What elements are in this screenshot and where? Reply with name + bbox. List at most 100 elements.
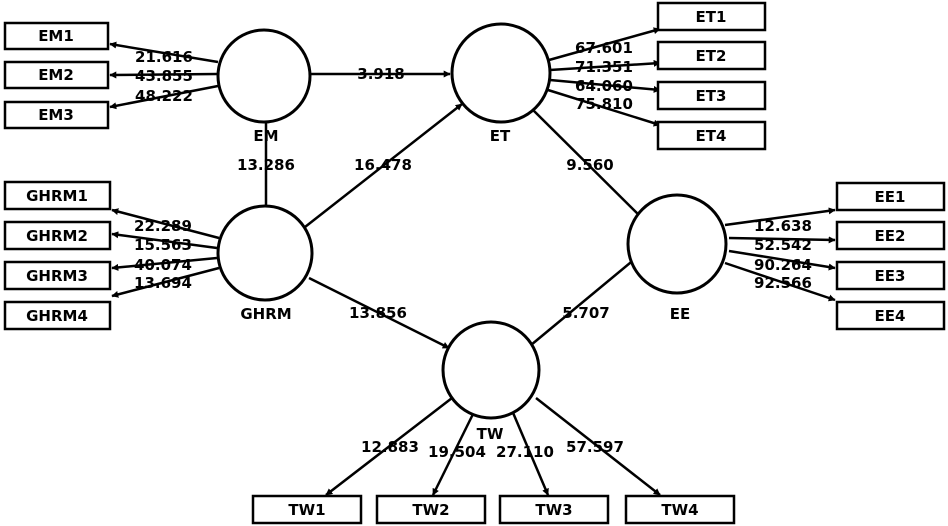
indicator-et4-label: ET4: [696, 127, 727, 145]
construct-ghrm[interactable]: GHRM: [216, 204, 314, 323]
indicator-ee2-label: EE2: [875, 227, 906, 245]
indicator-em2-label: EM2: [38, 66, 74, 84]
loading-arrow-ee3: [728, 249, 836, 271]
loading-value-ghrm4: 13.694: [134, 274, 192, 292]
loading-value-em3: 48.222: [135, 87, 193, 105]
loading-value-tw2: 19.504: [428, 443, 486, 461]
loading-arrow-em1: [109, 41, 219, 64]
indicator-tw3-label: TW3: [535, 501, 572, 519]
loading-arrow-ghrm4: [111, 266, 220, 298]
loading-value-et2: 71.351: [575, 58, 633, 76]
indicator-et3-label: ET3: [696, 87, 727, 105]
indicator-tw4-label: TW4: [661, 501, 698, 519]
loading-arrow-ghrm3: [111, 256, 218, 271]
indicator-em3-label: EM3: [38, 106, 74, 124]
path-ghrm-et: [304, 103, 463, 228]
indicator-ghrm3-box: [3, 260, 112, 291]
path-value-ghrm-tw: 13.856: [349, 304, 407, 322]
construct-ee[interactable]: EE: [626, 193, 728, 323]
indicator-et3[interactable]: ET3: [656, 80, 767, 111]
path-tw-ee: [530, 252, 643, 346]
indicator-tw2-label: TW2: [412, 501, 449, 519]
construct-et[interactable]: ET: [450, 22, 552, 145]
construct-et-label: ET: [490, 127, 511, 145]
loading-arrow-et4: [547, 88, 661, 127]
indicator-ghrm1-box: [3, 180, 112, 211]
construct-ee-label: EE: [670, 305, 691, 323]
construct-tw-label: TW: [477, 425, 504, 443]
indicator-ee2-box: [835, 220, 946, 251]
indicator-tw1-box: [251, 494, 363, 525]
indicator-em1-label: EM1: [38, 27, 74, 45]
construct-em-label: EM: [253, 127, 278, 145]
indicator-tw4-box: [624, 494, 736, 525]
indicator-ghrm1-label: GHRM1: [26, 187, 88, 205]
construct-em[interactable]: EM: [216, 28, 312, 145]
construct-tw[interactable]: TW: [441, 320, 541, 443]
path-value-labels: 3.918 13.286 16.478 9.560 13.856 5.707: [237, 65, 614, 322]
construct-ee-circle: [626, 193, 728, 295]
indicator-et1[interactable]: ET1: [656, 1, 767, 32]
indicator-em2[interactable]: EM2: [3, 60, 110, 90]
loading-arrow-et2: [549, 59, 661, 72]
loading-value-et4: 75.810: [575, 95, 633, 113]
loading-arrow-em2: [109, 71, 218, 79]
loading-value-labels: 21.616 43.855 48.222 67.601 71.351 64.06…: [134, 39, 812, 461]
loading-value-ee1: 12.638: [754, 217, 812, 235]
indicator-tw1[interactable]: TW1: [251, 494, 363, 525]
indicator-ghrm4-label: GHRM4: [26, 307, 88, 325]
loading-arrow-tw3: [509, 407, 550, 496]
indicator-tw1-label: TW1: [288, 501, 325, 519]
construct-em-circle: [216, 28, 312, 124]
structural-paths: [262, 70, 647, 350]
indicator-tw3-box: [498, 494, 610, 525]
indicator-ee4[interactable]: EE4: [835, 300, 946, 331]
path-value-ghrm-em: 13.286: [237, 156, 295, 174]
construct-et-circle: [450, 22, 552, 124]
loading-value-tw1: 12.883: [361, 438, 419, 456]
construct-ghrm-label: GHRM: [240, 305, 291, 323]
indicator-ee1-box: [835, 181, 946, 212]
indicator-ghrm4-box: [3, 300, 112, 331]
indicator-ghrm3[interactable]: GHRM3: [3, 260, 112, 291]
loading-value-et3: 64.060: [575, 77, 633, 95]
indicator-tw4[interactable]: TW4: [624, 494, 736, 525]
indicator-et2-label: ET2: [696, 47, 727, 65]
indicator-em3[interactable]: EM3: [3, 100, 110, 130]
indicator-em1[interactable]: EM1: [3, 21, 110, 51]
indicator-ee4-box: [835, 300, 946, 331]
loading-value-tw3: 27.110: [496, 443, 554, 461]
loading-value-em2: 43.855: [135, 67, 193, 85]
loading-value-ghrm2: 15.563: [134, 236, 192, 254]
indicator-ee3[interactable]: EE3: [835, 260, 946, 291]
indicator-et2[interactable]: ET2: [656, 40, 767, 71]
loading-arrow-tw4: [535, 397, 661, 496]
loading-value-ee3: 90.264: [754, 256, 812, 274]
indicator-ghrm2[interactable]: GHRM2: [3, 220, 112, 251]
indicator-ghrm3-label: GHRM3: [26, 267, 88, 285]
indicator-ee4-label: EE4: [875, 307, 906, 325]
indicator-ee2[interactable]: EE2: [835, 220, 946, 251]
loading-arrow-et1: [548, 27, 661, 62]
indicator-tw2[interactable]: TW2: [375, 494, 487, 525]
indicator-ghrm4[interactable]: GHRM4: [3, 300, 112, 331]
indicator-ghrm2-label: GHRM2: [26, 227, 88, 245]
indicator-et4[interactable]: ET4: [656, 120, 767, 151]
loading-arrows: [109, 27, 836, 496]
loading-value-tw4: 57.597: [566, 438, 624, 456]
indicators: EM1 EM2 EM3 ET1 ET2 ET3 ET4 G: [3, 1, 946, 525]
indicator-ghrm1[interactable]: GHRM1: [3, 180, 112, 211]
indicator-ee3-label: EE3: [875, 267, 906, 285]
indicator-em1-box: [3, 21, 110, 51]
loading-arrow-tw1: [325, 397, 453, 496]
indicator-ee1[interactable]: EE1: [835, 181, 946, 212]
loading-arrow-tw2: [431, 407, 478, 496]
path-et-ee: [530, 107, 647, 223]
loading-value-em1: 21.616: [135, 48, 193, 66]
loading-arrow-em3: [109, 84, 219, 110]
indicator-ee3-box: [835, 260, 946, 291]
indicator-et1-label: ET1: [696, 8, 727, 26]
indicator-tw3[interactable]: TW3: [498, 494, 610, 525]
